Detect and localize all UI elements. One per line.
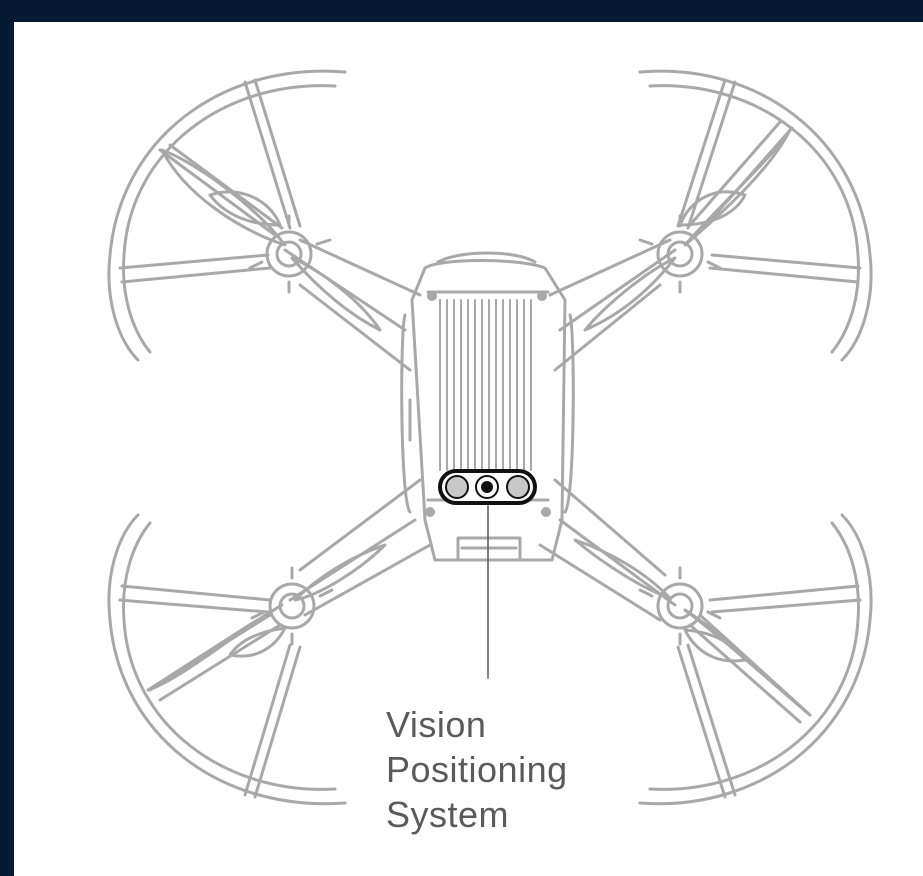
- callout-line-2: Positioning: [386, 749, 568, 790]
- vision-positioning-label: Vision Positioning System: [386, 702, 568, 837]
- callout-line-3: System: [386, 794, 510, 835]
- vision-positioning-sensor: [438, 469, 537, 505]
- propeller-top-right: [583, 128, 792, 332]
- propeller-guard-bottom-right: [638, 513, 873, 806]
- propeller-guard-bottom-left: [107, 513, 347, 806]
- propeller-top-left: [160, 148, 382, 332]
- propeller-bottom-right: [573, 538, 812, 717]
- propeller-guard-top-right: [638, 69, 873, 362]
- propeller-bottom-left: [146, 543, 387, 692]
- callout-line-1: Vision: [386, 704, 487, 745]
- drone-arms: [283, 238, 677, 622]
